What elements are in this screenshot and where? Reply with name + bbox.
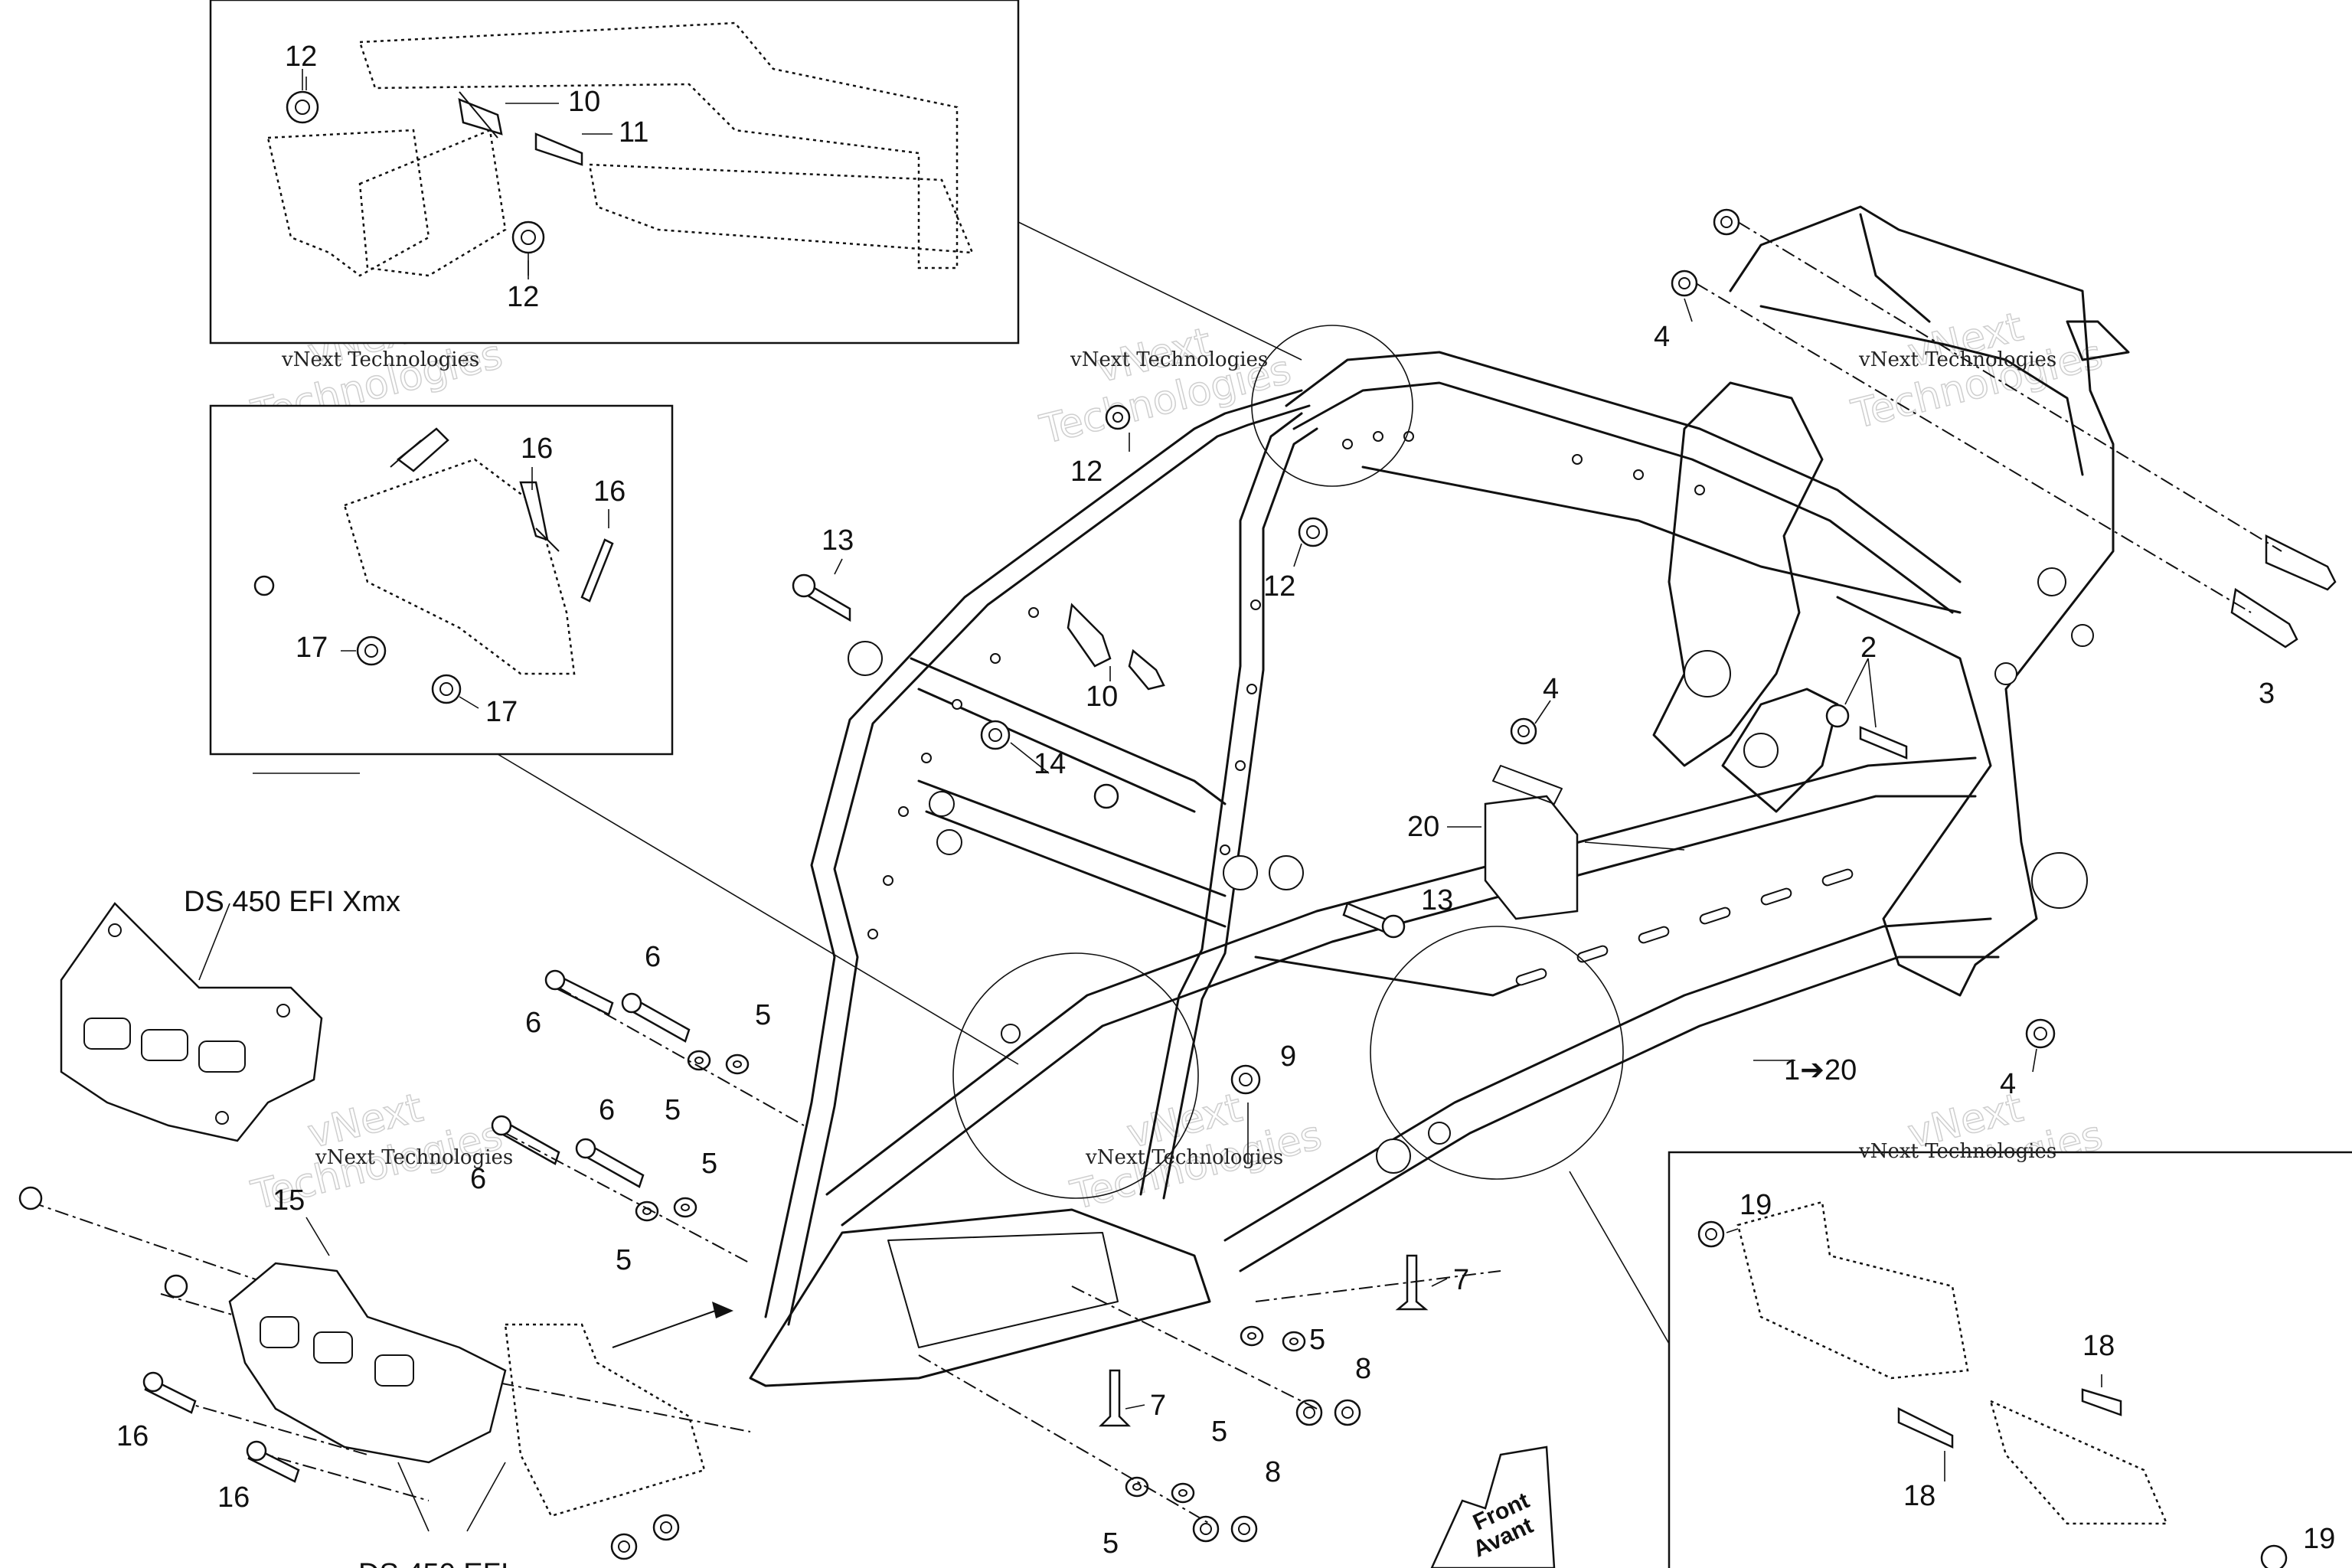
watermark-text: vNext Technologies: [1070, 348, 1268, 371]
callout-5: 5: [665, 1094, 681, 1126]
callout-12: 12: [507, 281, 539, 313]
front-direction-sign: Front Avant: [1430, 1446, 1556, 1568]
callout-7: 7: [1150, 1390, 1166, 1422]
callout-12: 12: [1263, 570, 1295, 603]
callout-5: 5: [755, 999, 771, 1031]
leader-lines: [198, 69, 2037, 1532]
callout-16: 16: [116, 1420, 149, 1452]
model-label-xmx: DS 450 EFI Xmx: [184, 886, 400, 918]
callout-2: 2: [1860, 632, 1877, 664]
callout-5: 5: [616, 1244, 632, 1276]
plate-efi: [228, 1262, 706, 1517]
callout-5: 5: [1309, 1324, 1325, 1356]
callout-4: 4: [2000, 1068, 2016, 1100]
callout-16: 16: [217, 1481, 250, 1514]
callout-17: 17: [296, 632, 328, 664]
guide-lines: [497, 221, 1670, 1344]
callout-20: 20: [1407, 811, 1439, 843]
callout-11: 11: [619, 116, 648, 149]
watermark-text: vNext Technologies: [281, 348, 479, 371]
inset-box-footrest: [1668, 1151, 2352, 1568]
callout-10: 10: [1086, 681, 1118, 713]
callout-4: 4: [1543, 673, 1559, 705]
callout-1-to-20: 1➔20: [1784, 1054, 1857, 1086]
frame-holes: [848, 431, 2094, 1174]
watermark-text: vNext Technologies: [315, 1146, 513, 1169]
callout-8: 8: [1355, 1353, 1371, 1385]
callout-12: 12: [285, 41, 317, 73]
callout-4: 4: [1654, 321, 1670, 353]
watermark-text: vNext Technologies: [1858, 348, 2056, 371]
watermark-text: vNext Technologies: [1858, 1140, 2056, 1163]
callout-12: 12: [1070, 456, 1102, 488]
callout-19: 19: [2303, 1523, 2335, 1555]
callout-6: 6: [599, 1094, 615, 1126]
callout-5: 5: [1102, 1527, 1119, 1560]
callout-6: 6: [525, 1007, 541, 1039]
callout-labels: 12 10 11 12 16 16 17 17 12 12 13 10 14 4…: [116, 41, 2335, 1560]
callout-9: 9: [1280, 1040, 1296, 1073]
callout-10: 10: [568, 86, 600, 118]
watermark-texts: vNext Technologies vNext Technologies vN…: [281, 348, 2056, 1169]
model-label-efi: DS 450 EFI: [358, 1558, 508, 1568]
detail-circles: [952, 325, 1624, 1199]
main-frame: [749, 205, 2130, 1387]
callout-6: 6: [470, 1163, 486, 1195]
callout-6: 6: [645, 941, 661, 973]
inset-box-front-mount: [209, 404, 674, 756]
callout-16: 16: [593, 475, 626, 508]
callout-3: 3: [2259, 678, 2275, 710]
callout-14: 14: [1034, 748, 1066, 780]
callout-13: 13: [822, 524, 854, 557]
watermark-text: vNext Technologies: [1085, 1146, 1283, 1169]
ghost-watermark-2: vNext Technologies: [1035, 318, 1296, 454]
part-20-box: [1484, 765, 1685, 920]
inset-box-rear-brackets: [209, 0, 1020, 345]
plate-xmx: [60, 902, 323, 1142]
callout-8: 8: [1265, 1456, 1281, 1488]
callout-5: 5: [1211, 1416, 1227, 1448]
callout-18: 18: [1903, 1480, 1936, 1512]
callout-15: 15: [273, 1184, 305, 1217]
callout-7: 7: [1453, 1264, 1469, 1296]
callout-13: 13: [1421, 884, 1453, 916]
rail-slots: [1515, 868, 1854, 986]
callout-17: 17: [485, 696, 518, 728]
callout-18: 18: [2082, 1330, 2115, 1362]
fasteners: [491, 208, 2337, 1543]
left-fasteners: [18, 1186, 733, 1560]
callout-19: 19: [1740, 1189, 1772, 1221]
callout-5: 5: [701, 1148, 717, 1180]
callout-16: 16: [521, 433, 553, 465]
